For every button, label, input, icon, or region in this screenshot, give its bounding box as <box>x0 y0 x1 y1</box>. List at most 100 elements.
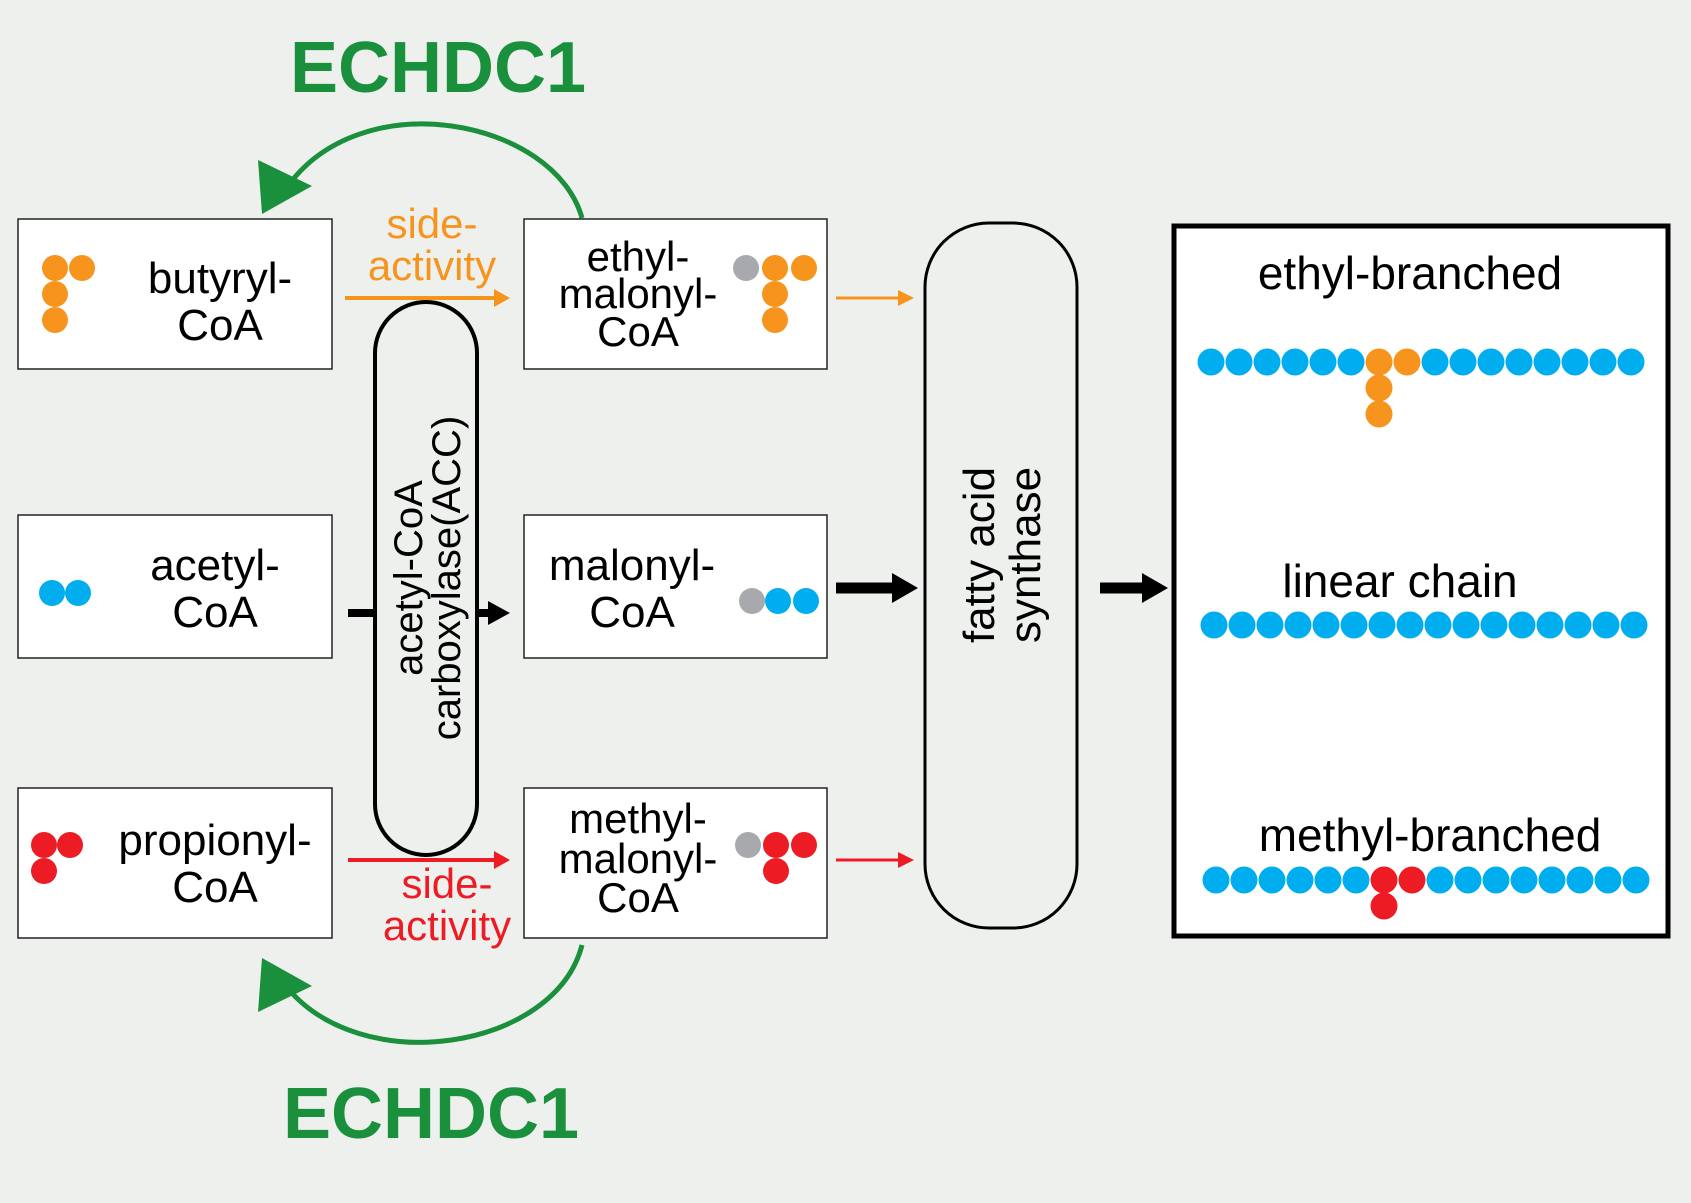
blue-unit <box>1510 866 1538 894</box>
blue-unit <box>1592 611 1620 639</box>
blue-unit <box>1309 348 1337 376</box>
acetyl-label-2: CoA <box>172 588 258 637</box>
blue-unit <box>1202 866 1230 894</box>
red-unit <box>763 858 789 884</box>
orange-unit <box>1365 348 1393 376</box>
propionyl-coa-box: propionyl- CoA <box>17 787 333 939</box>
acc-enzyme-pill: acetyl-CoA carboxylase(ACC) <box>373 300 479 857</box>
gray-unit <box>735 832 761 858</box>
blue-unit <box>1477 348 1505 376</box>
malonyl-label-2: CoA <box>589 588 675 637</box>
acc-label-1: acetyl-CoA <box>387 480 431 676</box>
acetyl-coa-box: acetyl- CoA <box>17 514 333 659</box>
blue-unit <box>1594 866 1622 894</box>
ethyl-branched-label: ethyl-branched <box>1258 247 1562 299</box>
orange-unit <box>42 307 68 333</box>
red-unit <box>791 832 817 858</box>
blue-unit <box>1452 611 1480 639</box>
fatty-acid-products-box: ethyl-branched linear chain methyl-branc… <box>1171 223 1671 939</box>
malonyl-coa-box: malonyl- CoA <box>523 514 828 659</box>
blue-unit <box>1200 611 1228 639</box>
malonyl-label-1: malonyl- <box>549 541 715 590</box>
blue-unit <box>1284 611 1312 639</box>
blue-unit <box>1617 348 1645 376</box>
ethylmalonyl-label-2: malonyl- <box>559 270 718 317</box>
blue-unit <box>1566 866 1594 894</box>
blue-unit <box>1454 866 1482 894</box>
blue-unit <box>1396 611 1424 639</box>
orange-unit <box>791 255 817 281</box>
gray-unit <box>739 588 765 614</box>
blue-unit <box>1256 611 1284 639</box>
blue-unit <box>1421 348 1449 376</box>
blue-unit <box>1505 348 1533 376</box>
red-unit <box>31 858 57 884</box>
ethylmalonyl-to-fas-arrow <box>836 290 914 306</box>
blue-unit <box>39 580 65 606</box>
red-unit <box>1398 866 1426 894</box>
propionyl-label-1: propionyl- <box>118 816 311 865</box>
orange-unit <box>42 281 68 307</box>
echdc1-top-arc <box>282 121 585 219</box>
blue-unit <box>1424 611 1452 639</box>
blue-unit <box>1225 348 1253 376</box>
linear-chain-label: linear chain <box>1282 555 1517 607</box>
fas-to-results-arrow <box>1100 573 1168 603</box>
blue-unit <box>1536 611 1564 639</box>
ethylmalonyl-label-3: CoA <box>597 308 679 355</box>
red-unit <box>1370 892 1398 920</box>
acetyl-label-1: acetyl- <box>150 541 280 590</box>
orange-unit <box>42 255 68 281</box>
blue-unit <box>1337 348 1365 376</box>
gray-unit <box>733 255 759 281</box>
echdc1-bottom-arc <box>283 944 585 1045</box>
blue-unit <box>1426 866 1454 894</box>
orange-unit <box>1393 348 1421 376</box>
side-activity-bottom-1: side- <box>401 860 492 907</box>
red-unit <box>763 832 789 858</box>
orange-unit <box>762 281 788 307</box>
blue-unit <box>1228 611 1256 639</box>
fas-label-2: synthase <box>1001 467 1050 643</box>
fatty-acid-synthase-pill: fatty acid synthase <box>923 221 1079 930</box>
side-activity-top-2: activity <box>368 242 496 289</box>
side-activity-bottom-2: activity <box>383 902 511 949</box>
fas-label-1: fatty acid <box>955 467 1004 643</box>
blue-unit <box>1314 866 1342 894</box>
blue-unit <box>1312 611 1340 639</box>
propionyl-to-methylmalonyl-arrow <box>348 851 510 869</box>
propionyl-label-2: CoA <box>172 863 258 912</box>
blue-unit <box>1480 611 1508 639</box>
blue-unit <box>1482 866 1510 894</box>
echdc1-bottom-cycle: ECHDC1 <box>258 944 585 1154</box>
blue-unit <box>1533 348 1561 376</box>
butyryl-label-1: butyryl- <box>148 254 292 303</box>
orange-unit <box>1365 400 1393 428</box>
ethylmalonyl-coa-box: ethyl- malonyl- CoA <box>523 218 828 370</box>
ethylmalonyl-label-1: ethyl- <box>587 233 690 280</box>
butyryl-coa-box: butyryl- CoA <box>17 218 333 370</box>
blue-unit <box>1342 866 1370 894</box>
blue-unit <box>1508 611 1536 639</box>
methylmalonyl-label-2: malonyl- <box>559 835 718 882</box>
blue-unit <box>1230 866 1258 894</box>
blue-unit <box>1286 866 1314 894</box>
echdc1-top-arrowhead <box>258 160 312 214</box>
blue-unit <box>1197 348 1225 376</box>
blue-unit <box>65 580 91 606</box>
acc-label-2: carboxylase(ACC) <box>425 416 469 741</box>
blue-unit <box>1620 611 1648 639</box>
methylmalonyl-coa-box: methyl- malonyl- CoA <box>523 787 828 939</box>
methylmalonyl-label-1: methyl- <box>569 795 707 842</box>
blue-unit <box>765 588 791 614</box>
blue-unit <box>1589 348 1617 376</box>
red-unit <box>1370 866 1398 894</box>
orange-unit <box>69 255 95 281</box>
butyryl-label-2: CoA <box>177 301 263 350</box>
echdc1-top-label: ECHDC1 <box>290 28 586 108</box>
red-unit <box>31 832 57 858</box>
orange-unit <box>762 255 788 281</box>
blue-unit <box>1564 611 1592 639</box>
